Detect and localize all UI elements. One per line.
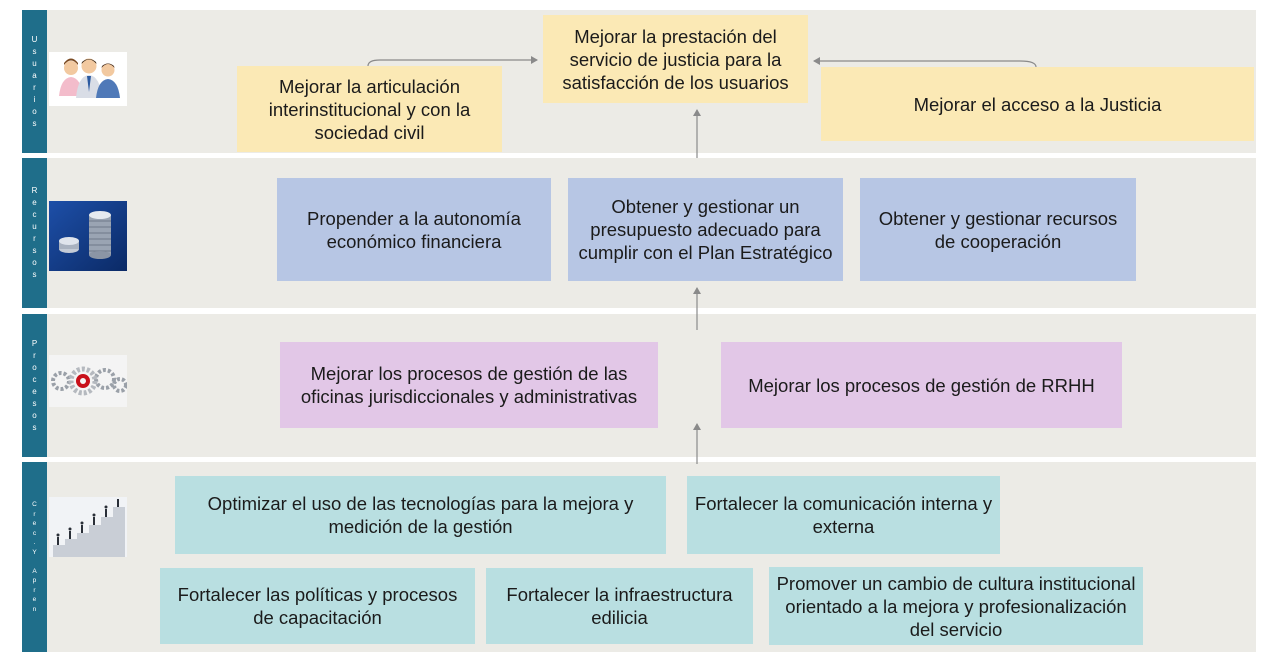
objective-infraestructura: Fortalecer la infraestructura edilicia bbox=[486, 568, 753, 644]
growth-steps-icon bbox=[49, 497, 127, 557]
gears-icon bbox=[49, 355, 128, 407]
objective-recursos-cooperacion: Obtener y gestionar recursos de cooperac… bbox=[860, 178, 1136, 281]
objective-procesos-oficinas: Mejorar los procesos de gestión de las o… bbox=[280, 342, 658, 428]
objective-procesos-rrhh: Mejorar los procesos de gestión de RRHH bbox=[721, 342, 1122, 428]
objective-articulacion-interinstitucional: Mejorar la articulación interinstitucion… bbox=[237, 66, 502, 152]
objective-optimizar-tecnologias: Optimizar el uso de las tecnologías para… bbox=[175, 476, 666, 554]
users-icon bbox=[49, 52, 127, 106]
coins-icon bbox=[49, 201, 127, 271]
objective-cambio-cultura: Promover un cambio de cultura institucio… bbox=[769, 567, 1143, 645]
objective-autonomia-financiera: Propender a la autonomía económico finan… bbox=[277, 178, 551, 281]
objective-presupuesto-adecuado: Obtener y gestionar un presupuesto adecu… bbox=[568, 178, 843, 281]
objective-mejorar-prestacion: Mejorar la prestación del servicio de ju… bbox=[543, 15, 808, 103]
objective-comunicacion: Fortalecer la comunicación interna y ext… bbox=[687, 476, 1000, 554]
arrow-articulacion-to-prestacion bbox=[367, 56, 538, 67]
objective-capacitacion: Fortalecer las políticas y procesos de c… bbox=[160, 568, 475, 644]
objective-acceso-justicia: Mejorar el acceso a la Justicia bbox=[821, 67, 1254, 141]
arrow-acceso-to-prestacion bbox=[813, 57, 1037, 68]
